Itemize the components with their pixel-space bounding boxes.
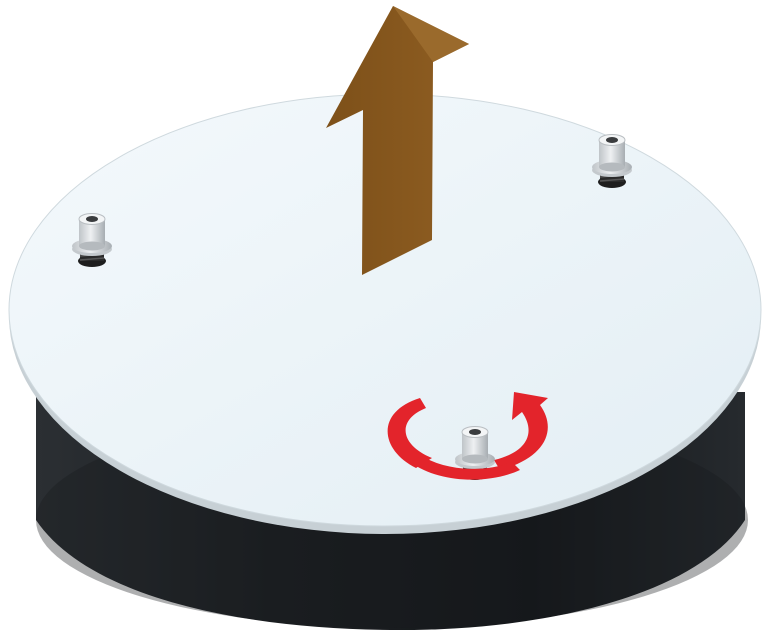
rotate-arrow-front: [410, 456, 520, 480]
lid-plate: [8, 93, 762, 534]
lift-arrow: [326, 6, 469, 275]
rotate-arrow: [387, 392, 548, 470]
